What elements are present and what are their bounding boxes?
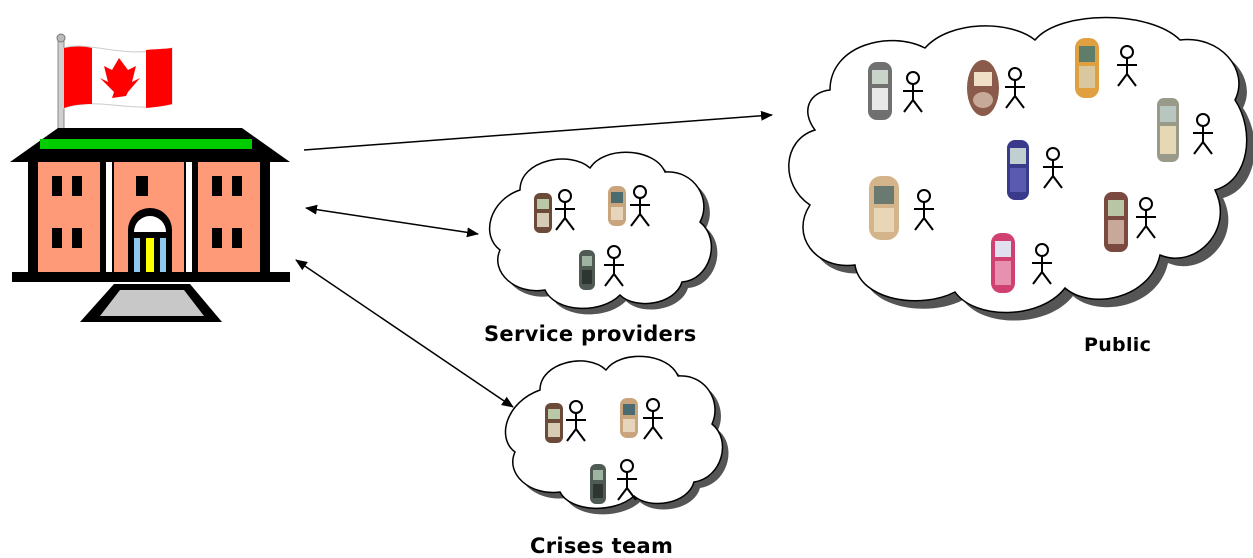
public-label: Public xyxy=(1084,334,1152,356)
mobile-phone-icon xyxy=(1007,140,1029,200)
mobile-phone-icon xyxy=(545,403,563,443)
arrow-to-public xyxy=(303,110,773,151)
mobile-phone-icon xyxy=(534,193,552,233)
service-providers-cloud xyxy=(489,151,718,315)
government-building-icon xyxy=(10,33,290,322)
mobile-phone-icon xyxy=(869,176,899,240)
crises-team-cloud xyxy=(504,355,729,515)
public-cloud xyxy=(788,16,1253,321)
mobile-phone-icon xyxy=(967,60,999,116)
arrow-crises-team xyxy=(295,259,514,408)
crises-team-label: Crises team xyxy=(530,534,674,558)
arrow-service-providers xyxy=(305,204,479,238)
mobile-phone-icon xyxy=(620,398,638,438)
mobile-phone-icon xyxy=(579,250,595,290)
mobile-phone-icon xyxy=(868,62,892,120)
canada-flag-icon xyxy=(63,45,173,109)
mobile-phone-icon xyxy=(590,464,606,504)
mobile-phone-icon xyxy=(608,186,626,226)
mobile-phone-icon xyxy=(1157,98,1179,162)
service-providers-label: Service providers xyxy=(484,322,697,346)
mobile-phone-icon xyxy=(1104,192,1128,252)
mobile-phone-icon xyxy=(1075,38,1099,98)
mobile-phone-icon xyxy=(991,233,1015,293)
